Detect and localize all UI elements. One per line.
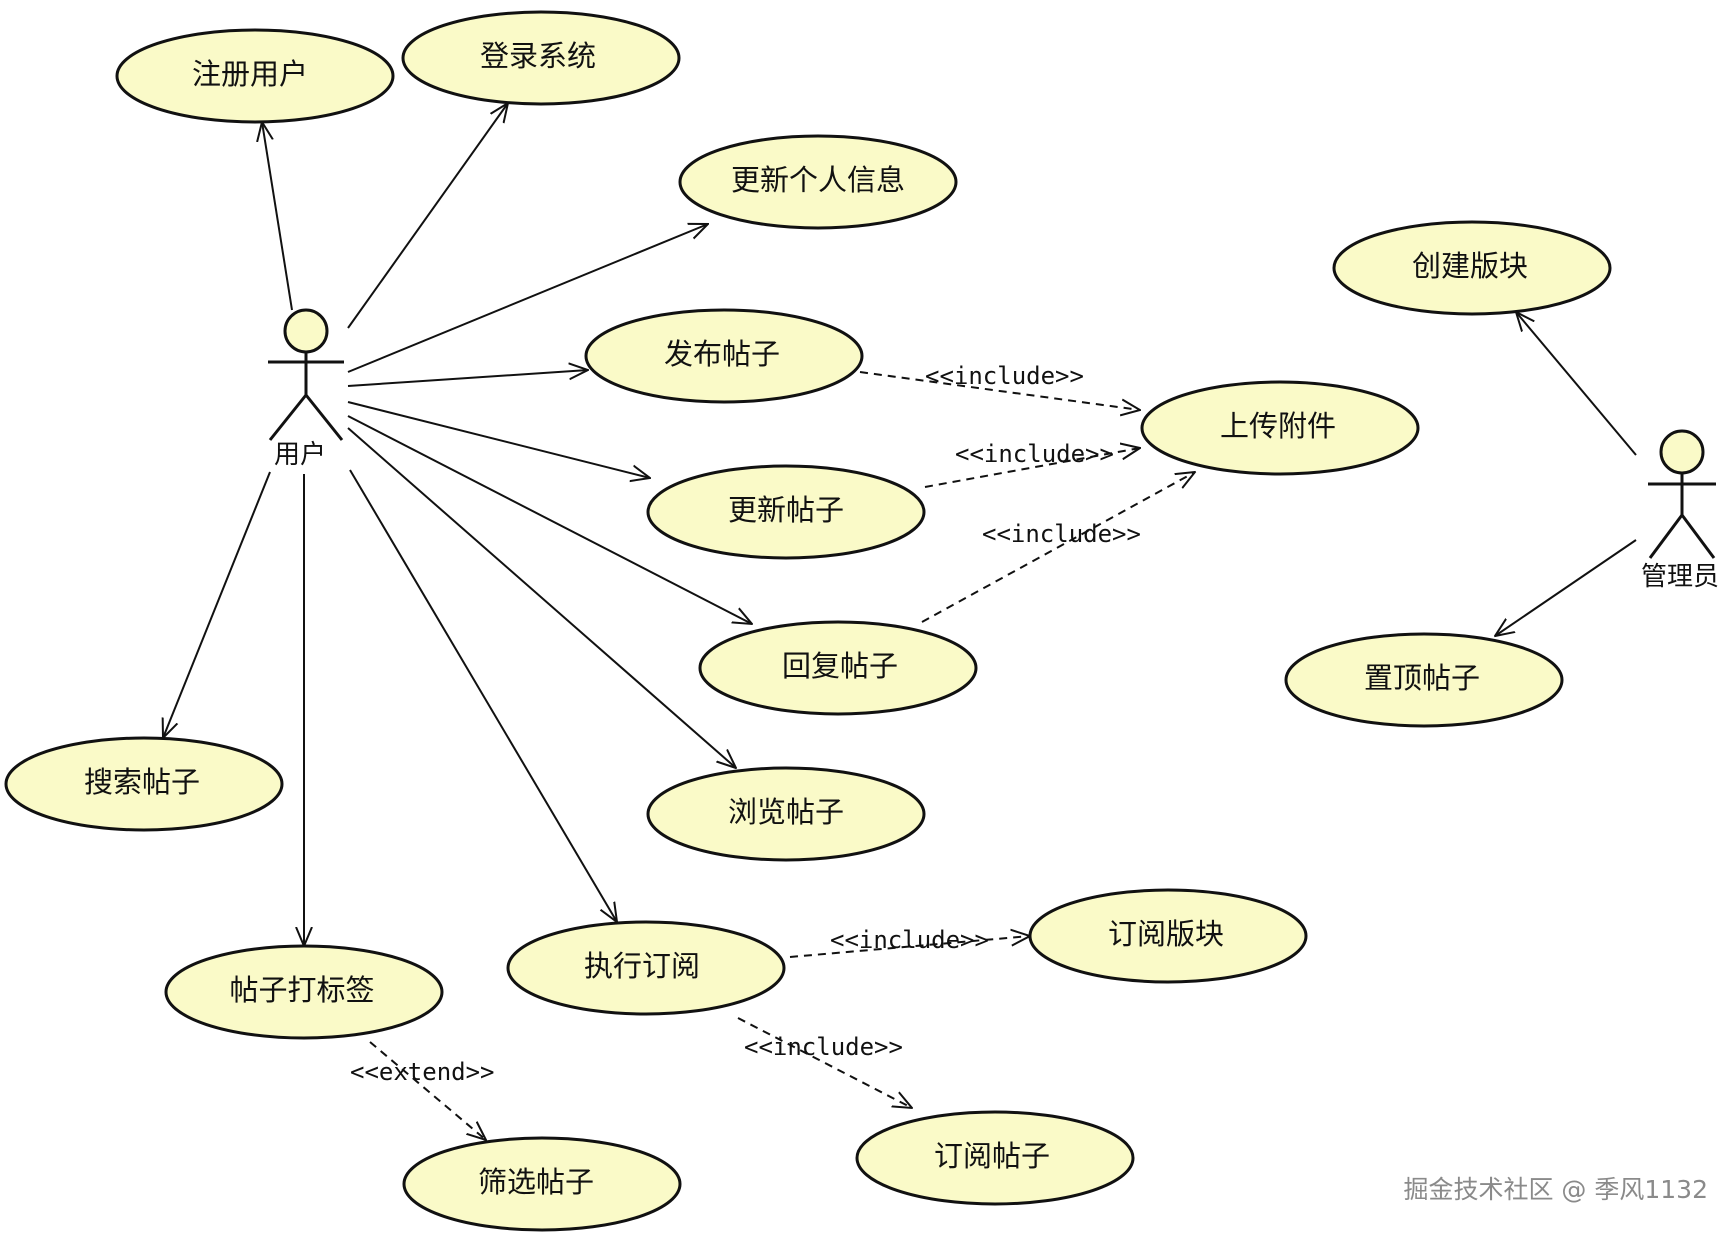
- use-case-publish-post[interactable]: 发布帖子: [584, 308, 864, 404]
- dep-subscribe-post: [737, 1017, 912, 1108]
- stereotype-include-publish: <<include>>: [925, 362, 1084, 390]
- use-case-label: 创建版块: [1412, 249, 1528, 283]
- assoc-user-reply: [347, 415, 752, 624]
- actor-user[interactable]: 用户: [268, 308, 344, 470]
- use-case-browse-post[interactable]: 浏览帖子: [646, 766, 926, 862]
- use-case-update-post[interactable]: 更新帖子: [646, 464, 926, 560]
- assoc-user-publish: [347, 370, 588, 387]
- use-case-pin-post[interactable]: 置顶帖子: [1284, 632, 1564, 728]
- assoc-user-update-post: [347, 401, 650, 478]
- association-lines: [163, 103, 1637, 946]
- use-case-update-profile[interactable]: 更新个人信息: [678, 134, 958, 230]
- use-cases: 注册用户 登录系统 更新个人信息 发布帖子 更新帖子 回复帖子 浏览帖子 搜索: [4, 10, 1612, 1232]
- use-case-subscribe[interactable]: 执行订阅: [506, 920, 786, 1016]
- use-case-label: 执行订阅: [584, 949, 700, 983]
- use-case-label: 更新帖子: [728, 493, 844, 527]
- watermark: 掘金技术社区 @ 季风1132: [1403, 1175, 1708, 1204]
- dep-update-upload: [924, 448, 1140, 488]
- use-case-label: 搜索帖子: [84, 765, 200, 799]
- assoc-admin-pin: [1495, 539, 1637, 636]
- use-case-label: 更新个人信息: [731, 163, 905, 197]
- stick-figure-icon: [268, 308, 344, 441]
- dep-tag-filter: [369, 1041, 486, 1140]
- use-case-label: 回复帖子: [782, 649, 898, 683]
- stereotype-include-reply: <<include>>: [982, 520, 1141, 548]
- stereotype-include-update: <<include>>: [955, 440, 1114, 468]
- use-case-label: 浏览帖子: [728, 795, 844, 829]
- dependency-lines: [369, 371, 1195, 1140]
- use-case-subscribe-post[interactable]: 订阅帖子: [855, 1110, 1135, 1206]
- actor-label: 管理员: [1641, 562, 1719, 592]
- dep-reply-upload: [921, 472, 1195, 623]
- dep-publish-upload: [859, 371, 1140, 410]
- use-case-upload-attachment[interactable]: 上传附件: [1140, 380, 1420, 476]
- use-case-subscribe-board[interactable]: 订阅版块: [1028, 888, 1308, 984]
- use-case-label: 筛选帖子: [478, 1165, 594, 1199]
- use-case-login[interactable]: 登录系统: [401, 10, 681, 106]
- use-case-search-post[interactable]: 搜索帖子: [4, 736, 284, 832]
- use-case-create-board[interactable]: 创建版块: [1332, 220, 1612, 316]
- use-case-label: 订阅帖子: [934, 1139, 1050, 1173]
- actor-label: 用户: [274, 440, 326, 470]
- use-case-filter-post[interactable]: 筛选帖子: [402, 1136, 682, 1232]
- use-case-label: 注册用户: [192, 57, 308, 91]
- assoc-user-browse: [347, 427, 736, 768]
- use-case-label: 发布帖子: [664, 337, 780, 371]
- assoc-admin-create-board: [1516, 312, 1637, 456]
- use-case-label: 订阅版块: [1108, 917, 1224, 951]
- stereotype-extend-filter: <<extend>>: [350, 1058, 495, 1086]
- assoc-user-subscribe: [349, 469, 617, 922]
- assoc-user-login: [347, 103, 508, 329]
- use-case-label: 登录系统: [480, 39, 596, 73]
- use-case-reply-post[interactable]: 回复帖子: [698, 620, 978, 716]
- use-case-tag-post[interactable]: 帖子打标签: [164, 944, 444, 1040]
- dep-subscribe-board: [789, 936, 1030, 958]
- assoc-user-register: [262, 122, 293, 311]
- use-case-label: 置顶帖子: [1364, 661, 1480, 695]
- use-case-label: 帖子打标签: [229, 973, 374, 1007]
- assoc-user-search: [163, 471, 271, 738]
- stereotype-labels: <<include>> <<include>> <<include>> <<in…: [350, 362, 1141, 1086]
- stereotype-include-subscribe-post: <<include>>: [744, 1033, 903, 1061]
- assoc-user-update-profile: [347, 224, 708, 373]
- stereotype-include-subscribe-board: <<include>>: [830, 926, 989, 954]
- stick-figure-icon: [1648, 429, 1716, 559]
- use-case-register[interactable]: 注册用户: [115, 28, 395, 124]
- actor-admin[interactable]: 管理员: [1641, 429, 1719, 592]
- use-case-label: 上传附件: [1220, 409, 1336, 443]
